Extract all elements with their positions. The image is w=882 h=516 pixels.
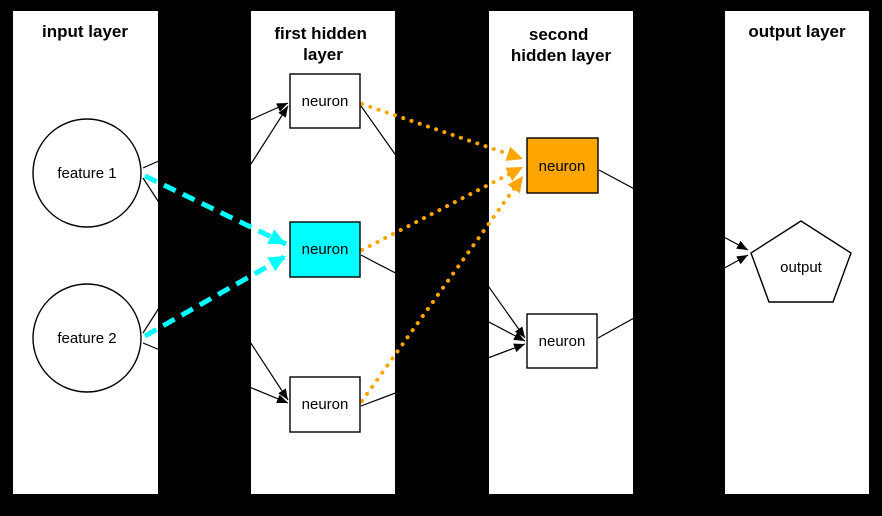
h1-mid-neuron-node <box>289 221 361 278</box>
second-hidden-layer-title-line2: hidden layer <box>511 46 612 65</box>
output-node <box>750 220 852 303</box>
first-hidden-layer-title-line1: first hidden <box>274 24 367 43</box>
input-layer-title: input layer <box>42 22 128 41</box>
edge-h1bottom-h2top <box>360 174 525 403</box>
feature-2-node <box>32 283 142 393</box>
edge-feature1-h1bottom <box>142 177 289 401</box>
output-layer-title: output layer <box>748 22 846 41</box>
edge-feature2-h1top <box>142 105 289 334</box>
edge-h1mid-h2bottom <box>360 254 526 342</box>
h1-bottom-neuron-label: neuron <box>302 396 349 413</box>
edge-h1top-h2top <box>360 102 525 161</box>
edge-feature1-h1mid <box>143 173 288 247</box>
black-edges <box>142 102 749 407</box>
h1-top-neuron-label: neuron <box>302 93 349 110</box>
h1-mid-neuron-label: neuron <box>302 241 349 258</box>
h2-top-neuron-label: neuron <box>539 158 586 175</box>
edge-h2top-output <box>598 169 749 251</box>
edge-h2bottom-output <box>597 254 749 339</box>
edge-feature2-h1bottom <box>142 342 289 404</box>
h2-bottom-neuron-node <box>526 313 598 369</box>
edge-feature2-h1mid <box>143 253 288 339</box>
input-layer-panel <box>13 11 158 494</box>
feature-1-node <box>32 118 142 228</box>
first-hidden-layer-title: first hidden layer <box>274 24 371 64</box>
h2-bottom-neuron-label: neuron <box>539 333 586 350</box>
h1-top-neuron-node <box>289 73 361 129</box>
edge-feature1-h1top <box>142 102 289 169</box>
h2-top-neuron-node <box>526 137 599 194</box>
first-hidden-layer-title-line2: layer <box>303 45 343 64</box>
cyan-highlighted-edges <box>143 173 288 339</box>
edge-h1bottom-h2bottom <box>360 343 526 407</box>
feature-2-label: feature 2 <box>57 330 116 347</box>
edge-h1top-h2bottom <box>360 105 526 339</box>
output-node-label: output <box>780 259 823 276</box>
feature-1-label: feature 1 <box>57 165 116 182</box>
second-hidden-layer-panel <box>489 11 633 494</box>
h1-bottom-neuron-node <box>289 376 361 433</box>
second-hidden-layer-title-line1: second <box>529 25 589 44</box>
orange-highlighted-edges <box>360 102 525 403</box>
second-hidden-layer-title: second hidden layer <box>511 25 612 65</box>
